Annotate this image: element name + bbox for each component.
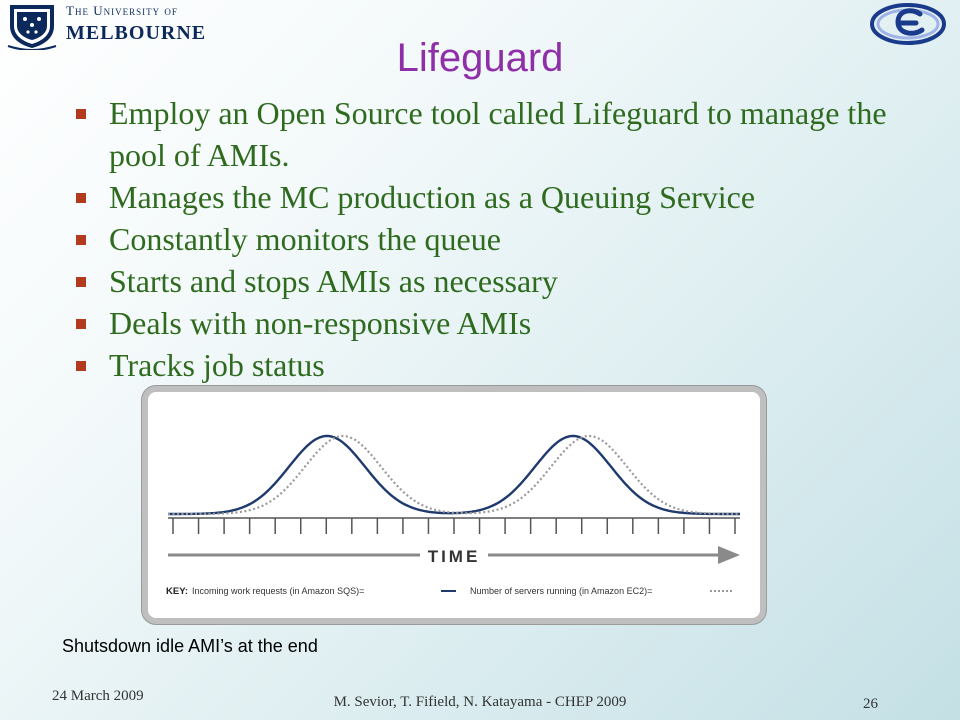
bullet-item: Manages the MC production as a Queuing S… [76,176,936,218]
square-bullet-icon [76,319,86,329]
bullet-item: Starts and stops AMIs as necessary [76,260,936,302]
university-line2: MELBOURNE [66,22,207,44]
bullet-item: Deals with non-responsive AMIs [76,302,936,344]
time-label-backing [420,544,488,566]
time-arrow-head-icon [718,546,740,564]
legend-dotted-label: Number of servers running (in Amazon EC2… [470,586,652,596]
belle-logo-icon [870,3,946,45]
square-bullet-icon [76,193,86,203]
square-bullet-icon [76,277,86,287]
page-number: 26 [863,696,878,712]
series-line-servers-running [168,434,740,516]
bullet-item: Tracks job status [76,344,936,386]
legend-solid-label: Incoming work requests (in Amazon SQS)= [192,586,364,596]
chart-caption: Shutsdown idle AMI’s at the end [62,636,318,656]
footer-date: 24 March 2009 [52,688,144,704]
university-crest-icon [7,5,57,50]
bullet-item: Employ an Open Source tool called Lifegu… [76,92,936,176]
time-axis-label: TIME [428,547,481,566]
university-line1: The University of [66,3,178,18]
footer-authors: M. Sevior, T. Fifield, N. Katayama - CHE… [333,694,627,710]
series-line-work-requests [168,434,740,516]
chart-canvas: TIME KEY: Incoming work requests (in Ama… [166,434,740,597]
square-bullet-icon [76,109,86,119]
square-bullet-icon [76,235,86,245]
university-wordmark: The University of MELBOURNE [66,4,206,43]
bullet-list: Employ an Open Source tool called Lifegu… [76,92,936,386]
lifeguard-time-chart: TIME KEY: Incoming work requests (in Ama… [148,392,760,618]
square-bullet-icon [76,361,86,371]
slide-title: Lifeguard [396,36,564,80]
key-label: KEY: [166,586,188,597]
bullet-item: Constantly monitors the queue [76,218,936,260]
